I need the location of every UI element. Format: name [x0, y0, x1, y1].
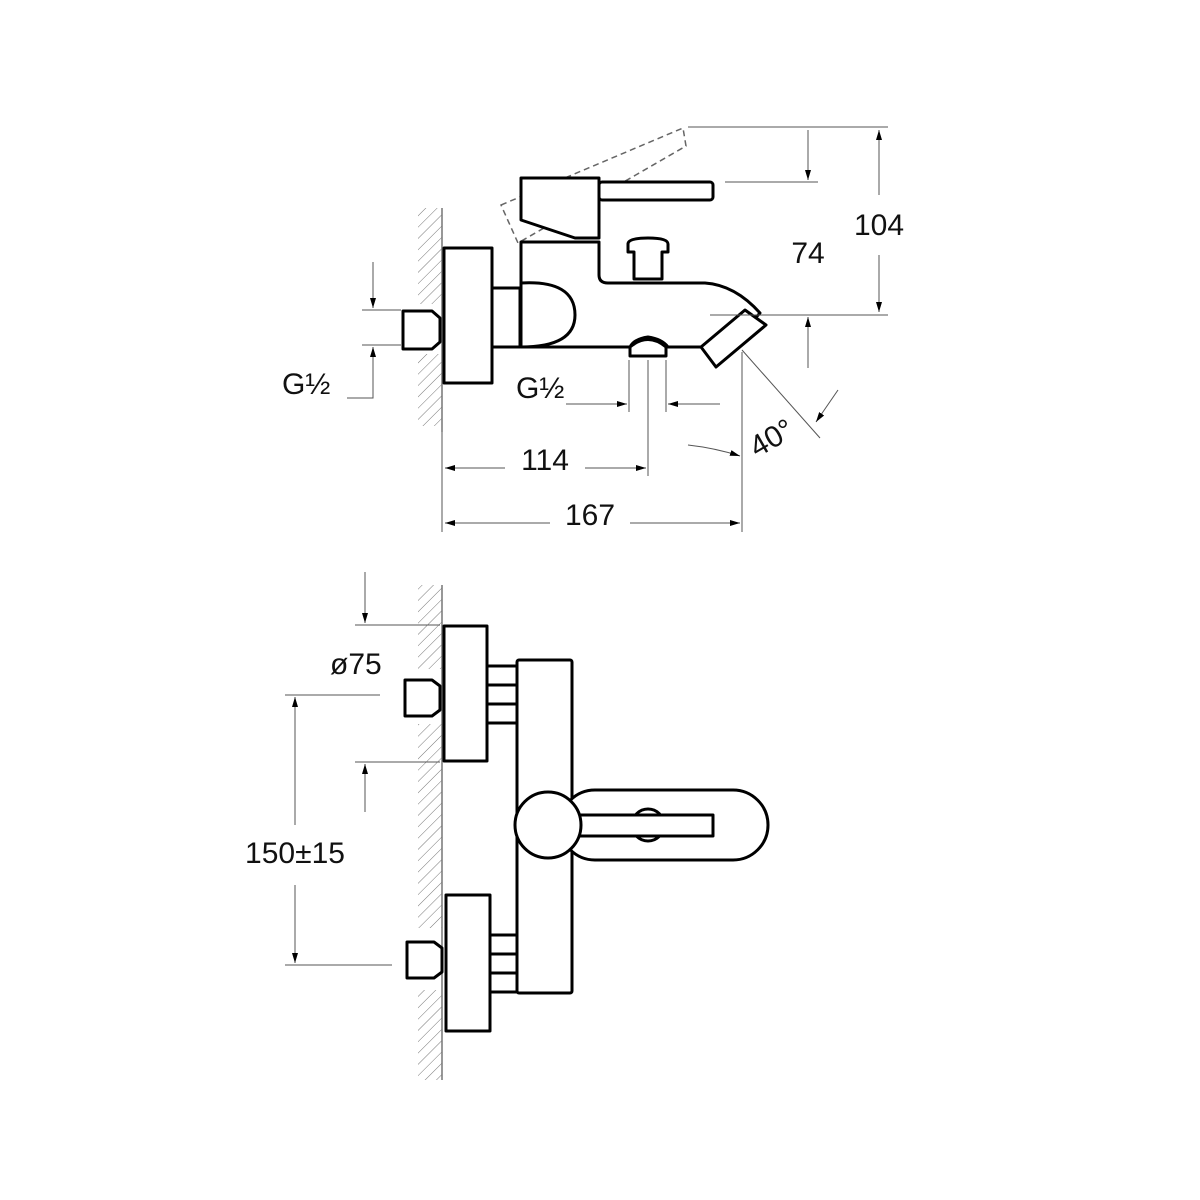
dim-rosette-75: ø75 — [330, 572, 440, 812]
lever-open-position — [500, 126, 687, 245]
dim-angle-40: 40° — [687, 349, 839, 464]
dim-104-label: 104 — [854, 209, 904, 242]
diverter-knob — [626, 236, 670, 281]
rosette-lower — [444, 893, 492, 1033]
dim-114: 114 — [441, 360, 649, 532]
dim-167: 167 — [445, 352, 743, 532]
dim-114-label: 114 — [521, 444, 569, 477]
wall-hatch — [418, 208, 443, 432]
dim-inlet-spacing: 150±15 — [245, 694, 392, 966]
lever-arm-top — [573, 813, 715, 838]
connector-lower — [488, 933, 519, 994]
wall-hatch-lower — [418, 585, 443, 1080]
inlet-spacing-label: 150±15 — [245, 837, 345, 870]
body-bulge — [520, 281, 577, 349]
top-view: ø75 150±15 — [245, 572, 770, 1080]
inlet-thread — [401, 309, 442, 351]
rosette-upper — [442, 624, 489, 763]
inlet-thread-upper — [403, 678, 442, 718]
lever-handle — [519, 176, 601, 240]
angle-40-label: 40° — [744, 413, 800, 464]
dim-167-label: 167 — [565, 499, 615, 532]
connector-upper — [485, 664, 519, 725]
aerator — [628, 338, 668, 358]
inlet-thread-label: G½ — [282, 368, 330, 401]
spout-nozzle — [699, 308, 768, 369]
lever-hub — [513, 790, 583, 860]
outlet-thread-label: G½ — [516, 372, 564, 405]
dim-inlet-thread: G½ — [282, 262, 401, 401]
connector — [490, 286, 522, 349]
dim-outlet-thread: G½ — [516, 360, 720, 412]
dim-104: 104 — [688, 126, 904, 316]
lever-arm — [597, 180, 715, 202]
wall-rosette — [442, 246, 494, 385]
inlet-thread-lower — [405, 940, 444, 980]
dim-74: 74 — [725, 130, 825, 368]
rosette-diameter-label: ø75 — [330, 648, 382, 681]
side-view: 104 74 G½ G½ 114 — [282, 126, 904, 532]
mixer-body — [519, 240, 762, 362]
dim-74-label: 74 — [791, 237, 824, 270]
